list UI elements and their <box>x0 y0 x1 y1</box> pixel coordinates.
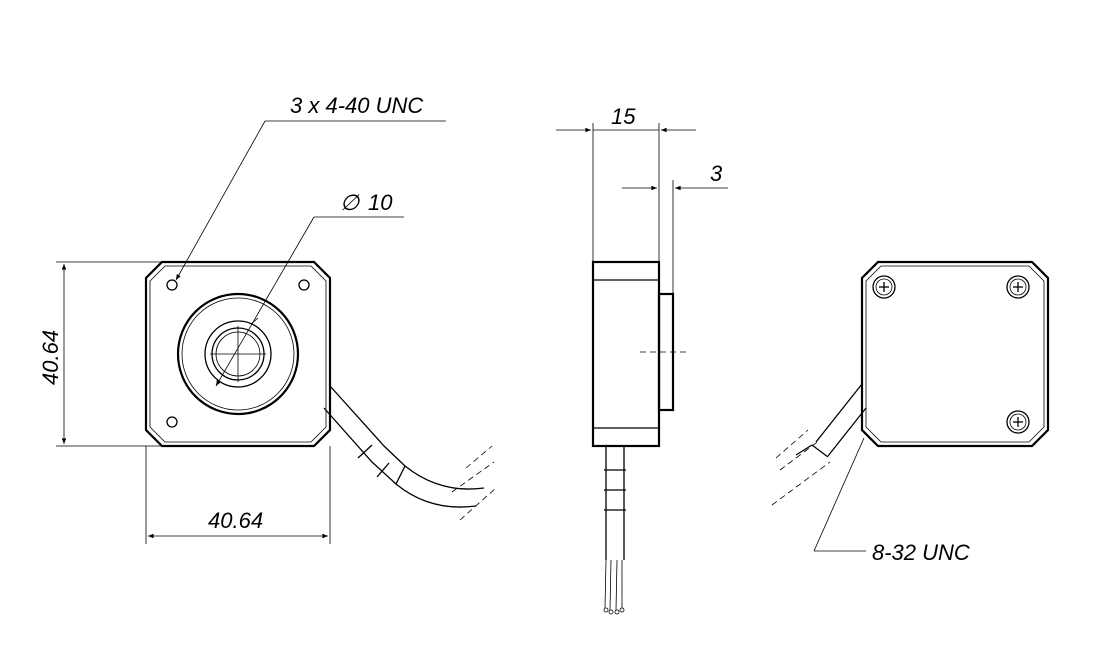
back-cable-lower <box>827 407 867 457</box>
screw-icon <box>872 275 896 299</box>
screw-icon <box>1006 275 1030 299</box>
wire-end-1 <box>603 607 609 613</box>
bore-symbol: ∅ <box>340 190 360 215</box>
side-wires <box>604 559 623 611</box>
front-body-inner <box>149 265 327 443</box>
side-body <box>591 260 661 448</box>
bore-callout: 10 <box>368 190 393 215</box>
back-cable-end <box>811 444 829 458</box>
width-dimension: 40.64 <box>208 508 263 533</box>
wire-end-3 <box>614 609 620 615</box>
front-view: 3 x 4-40 UNC ∅ 10 40.64 40.64 <box>38 93 497 544</box>
mounting-hole-bottom-left <box>166 416 178 428</box>
side-view: 15 3 <box>556 104 728 615</box>
back-body-inner <box>865 265 1045 443</box>
mounting-hole-top-right <box>298 279 310 291</box>
leader-thread-line <box>813 437 865 552</box>
holes-callout: 3 x 4-40 UNC <box>290 93 423 118</box>
mounting-hole-top-left <box>166 279 178 291</box>
back-body-outline <box>860 260 1050 448</box>
cable-sleeve-3 <box>395 465 406 485</box>
back-cable-break <box>771 429 831 506</box>
depth-dimension: 15 <box>611 104 636 129</box>
hub-outer-inner <box>181 297 295 411</box>
leader-holes-line <box>175 120 266 281</box>
front-cable-upper <box>329 385 485 490</box>
height-dimension: 40.64 <box>38 330 63 385</box>
wire-end-2 <box>608 609 614 615</box>
front-cable-break <box>451 445 497 521</box>
cable-sleeve-2 <box>376 462 390 478</box>
leader-bore-line <box>215 216 315 387</box>
back-cable-upper <box>815 383 863 443</box>
back-view: 8-32 UNC <box>771 260 1050 565</box>
back-cable-tip <box>795 444 813 456</box>
front-cable-lower <box>323 407 477 508</box>
front-body-outline <box>144 260 332 448</box>
flange-dimension: 3 <box>710 161 723 186</box>
bore-outer <box>204 320 272 388</box>
hub-outer <box>176 292 300 416</box>
cable-sleeve-1 <box>357 444 373 459</box>
thread-callout: 8-32 UNC <box>872 540 970 565</box>
leader-bore-tick <box>250 317 259 325</box>
screw-icon <box>1006 410 1030 434</box>
wire-end-4 <box>619 607 625 613</box>
